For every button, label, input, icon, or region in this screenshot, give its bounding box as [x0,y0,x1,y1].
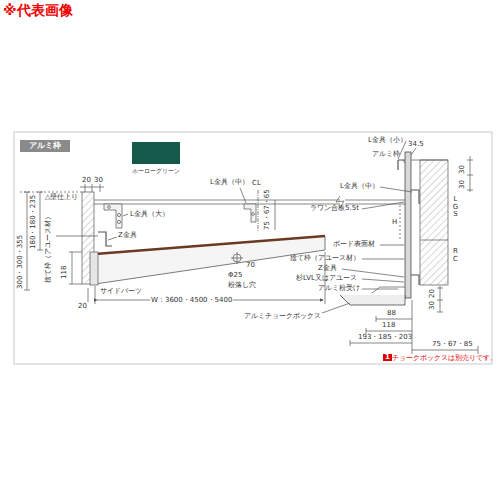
part-name: 捨て枠（アユース材） [45,213,52,283]
note-number: 1 [383,354,392,361]
dimension: 75・67・85 [432,341,473,348]
dimension: 70 [246,262,255,269]
dimension: H [391,219,398,226]
dimension: 20 [429,289,436,298]
part-name: L金具（小） [368,137,407,144]
material-label: RC [452,248,459,263]
dimension: 118 [61,266,68,279]
part-name: 粉落し穴 [228,282,256,289]
note-text: チョークボックスは別売りです。 [392,355,497,362]
part-name: アルミ粉受け [318,285,360,292]
dimension: 20 [82,177,91,184]
dimension: 30 [94,177,103,184]
part-name: L金具（中） [340,183,379,190]
part-name: Z金具 [318,265,337,272]
part-name: ラワン合板5.5t [310,205,359,212]
dimension: 34.5 [408,141,424,148]
watermark: ※代表画像 [3,3,73,17]
part-name: アルミ枠 [372,151,400,158]
part-name: 捨て枠（アユース材） [290,255,360,262]
dimension: 30 [459,180,466,189]
dimension: Φ25 [228,272,242,279]
material-label: LGS [452,196,459,219]
dimension: 118 [382,322,395,329]
part-name: L金具（大） [130,211,169,218]
centerline-label: CL [252,180,261,187]
dimension: 88 [387,310,396,317]
color-swatch [132,142,180,164]
dimension: 300・300・355 [17,235,24,289]
dimension: 20 [78,303,87,310]
legend-text: ホーローグリーン [132,168,180,174]
part-name: サイドパーツ [100,288,142,295]
part-name: L金具（中） [210,179,249,186]
tag-text: アルミ枠 [29,142,61,150]
part-name: アルミチョークボックス [244,313,321,320]
part-name: 杉LVL又はアユース [296,275,357,282]
part-name: Z金具 [118,232,137,239]
section-tag: アルミ枠 [20,140,70,152]
dimension: W：3600・4500・5400 [150,297,233,304]
dimension: 30 [459,165,466,174]
dimension: 193・185・203 [358,334,412,341]
dimension: 180・180・235 [30,195,37,249]
note-text: △壁仕上り [45,194,78,201]
dimension: 75・67・65 [264,189,271,230]
dimension: 30 [429,301,436,310]
part-name: ボード表面材 [333,241,375,248]
